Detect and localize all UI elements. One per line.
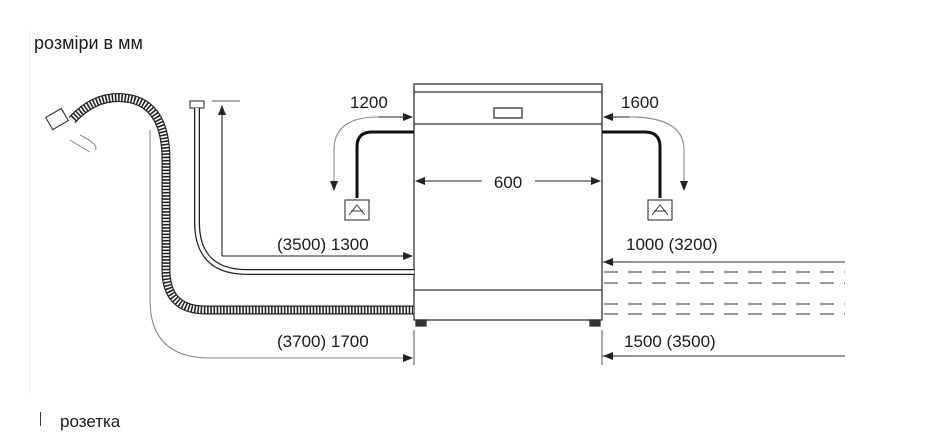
right-outlet-height-label: 1600 [621, 93, 659, 112]
right-drain-hose-label: 1500 (3500) [624, 332, 716, 351]
dishwasher-outline [413, 83, 603, 327]
right-water-hose-label: 1000 (3200) [626, 235, 718, 254]
water-supply-hose [189, 100, 414, 275]
footer-caption: розетка [60, 412, 121, 431]
left-water-hose-label: (3500) 1300 [277, 235, 369, 254]
drain-hose [44, 93, 414, 362]
width-label: 600 [494, 173, 522, 192]
installation-dimensions-diagram: 600 1200 1600 (3500) 1300 (3700) 170 [29, 30, 845, 395]
footer-marker [40, 412, 41, 426]
left-drain-hose-label: (3700) 1700 [277, 332, 369, 351]
left-drain-outlet [330, 116, 414, 221]
diagram-title: розміри в мм [34, 33, 143, 53]
right-hose-routes [601, 258, 845, 365]
left-outlet-height-label: 1200 [350, 93, 388, 112]
right-drain-outlet [602, 113, 688, 221]
